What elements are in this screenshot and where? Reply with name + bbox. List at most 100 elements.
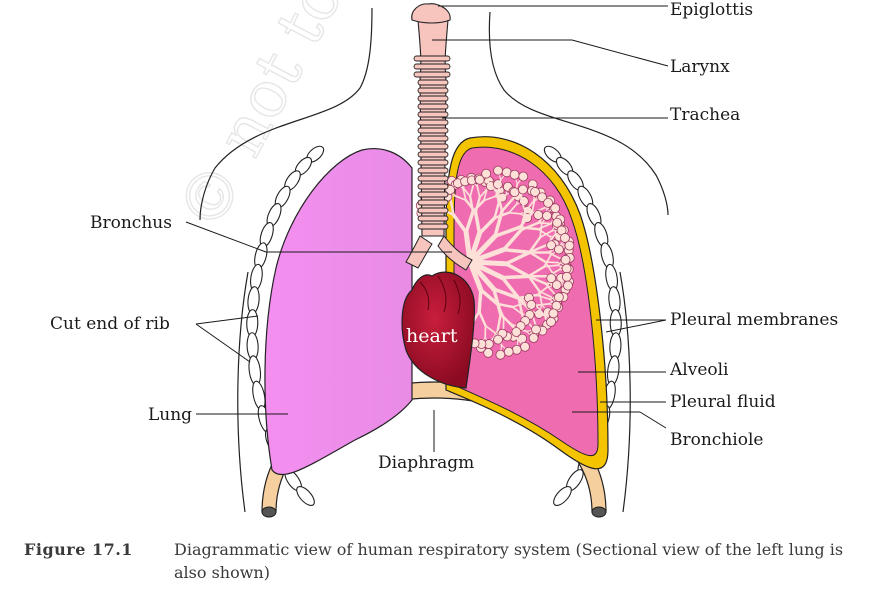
alveolus xyxy=(552,217,563,228)
label-bronchiole: Bronchiole xyxy=(670,430,763,450)
alveolus xyxy=(493,165,503,176)
epiglottis xyxy=(411,3,451,24)
bronchiole xyxy=(519,221,540,232)
bronchiole xyxy=(527,275,547,285)
alveolus xyxy=(543,197,554,208)
bronchiole xyxy=(502,247,532,254)
bronchiole xyxy=(527,265,546,278)
alveolus xyxy=(481,168,492,179)
bronchiole xyxy=(539,223,543,239)
bronchiole xyxy=(473,210,482,236)
bronchiole xyxy=(519,210,527,232)
alveolus xyxy=(474,174,485,185)
alveolus xyxy=(542,210,552,221)
trachea-ring xyxy=(417,223,449,230)
body-outline xyxy=(237,271,249,513)
bronchiole xyxy=(479,288,500,306)
bronchiole xyxy=(500,275,521,300)
bronchus xyxy=(437,235,473,271)
left-lung xyxy=(264,147,413,476)
label-diaphragm: Diaphragm xyxy=(378,453,474,473)
trachea-ring xyxy=(417,103,449,110)
bronchiole xyxy=(528,236,542,254)
leader-lines xyxy=(185,5,669,452)
bronchiole xyxy=(543,254,552,268)
bronchiole xyxy=(547,251,561,260)
alveolus xyxy=(546,273,557,284)
label-pleural-fluid: Pleural fluid xyxy=(670,392,776,412)
bronchiole xyxy=(467,259,484,293)
bronchiole xyxy=(467,233,498,265)
trachea-ring xyxy=(417,143,449,150)
bronchiole xyxy=(496,302,505,320)
alveolus xyxy=(526,299,537,310)
alveolus xyxy=(511,344,522,355)
trachea-ring xyxy=(413,63,451,70)
bronchiole xyxy=(530,199,536,215)
diaphragm-end xyxy=(261,506,277,518)
bronchiole xyxy=(477,310,487,327)
bronchiole xyxy=(502,228,523,252)
trachea-ring xyxy=(417,191,449,198)
trachea-ring xyxy=(417,95,449,102)
alveolus xyxy=(495,349,506,360)
bronchiole xyxy=(537,228,551,238)
trachea-ring xyxy=(417,151,449,158)
bronchiole xyxy=(493,201,500,220)
alveolus xyxy=(548,308,559,319)
label-cut-end-of-rib: Cut end of rib xyxy=(50,314,170,334)
bronchiole xyxy=(543,264,559,268)
bronchiole xyxy=(535,286,549,297)
bronchiole xyxy=(474,196,481,214)
bronchiole xyxy=(493,225,522,238)
trachea-ring xyxy=(417,111,449,118)
bronchiole xyxy=(496,191,504,213)
bronchiole xyxy=(462,188,467,202)
bronchiole xyxy=(478,188,489,199)
alveolus xyxy=(546,240,557,251)
bronchiole xyxy=(493,209,504,238)
alveolus xyxy=(553,292,564,303)
bronchiole xyxy=(449,198,455,217)
diaphragm-end xyxy=(591,506,607,518)
label-larynx: Larynx xyxy=(670,57,730,77)
bronchiole xyxy=(508,203,518,214)
label-alveoli: Alveoli xyxy=(669,360,729,380)
trachea-ring xyxy=(417,183,449,190)
figure-number: Figure 17.1 xyxy=(24,540,133,559)
bronchiole xyxy=(500,274,531,280)
alveolus xyxy=(528,333,539,343)
bronchiole xyxy=(496,179,502,194)
alveolus xyxy=(520,341,530,352)
bronchiole xyxy=(535,294,551,300)
alveolus xyxy=(531,324,541,335)
bronchiole xyxy=(495,191,500,204)
alveolus xyxy=(563,280,573,291)
bronchiole xyxy=(464,210,475,235)
alveolus xyxy=(560,233,570,243)
trachea-ring xyxy=(413,71,451,78)
alveolus xyxy=(511,327,522,337)
bronchiole xyxy=(539,230,553,239)
trachea-ring xyxy=(413,55,451,62)
alveolus xyxy=(509,187,520,198)
alveolus xyxy=(493,334,503,345)
bronchiole xyxy=(477,288,483,314)
trachea-ring xyxy=(417,159,449,166)
trachea-ring xyxy=(417,175,449,182)
label-bronchus: Bronchus xyxy=(90,213,172,233)
heart-label: heart xyxy=(406,325,458,347)
body-outline xyxy=(199,7,373,221)
trachea-ring xyxy=(417,127,449,134)
heart: heart xyxy=(401,271,475,389)
bronchiole xyxy=(484,324,496,334)
bronchiole xyxy=(528,243,549,254)
alveolus xyxy=(560,254,571,265)
body-outline xyxy=(619,271,631,513)
bronchiole xyxy=(528,251,547,264)
bronchiole xyxy=(511,302,525,308)
rib-link xyxy=(553,486,572,506)
alveolus xyxy=(553,244,564,255)
label-lung: Lung xyxy=(148,405,192,425)
bronchiole xyxy=(464,198,477,214)
